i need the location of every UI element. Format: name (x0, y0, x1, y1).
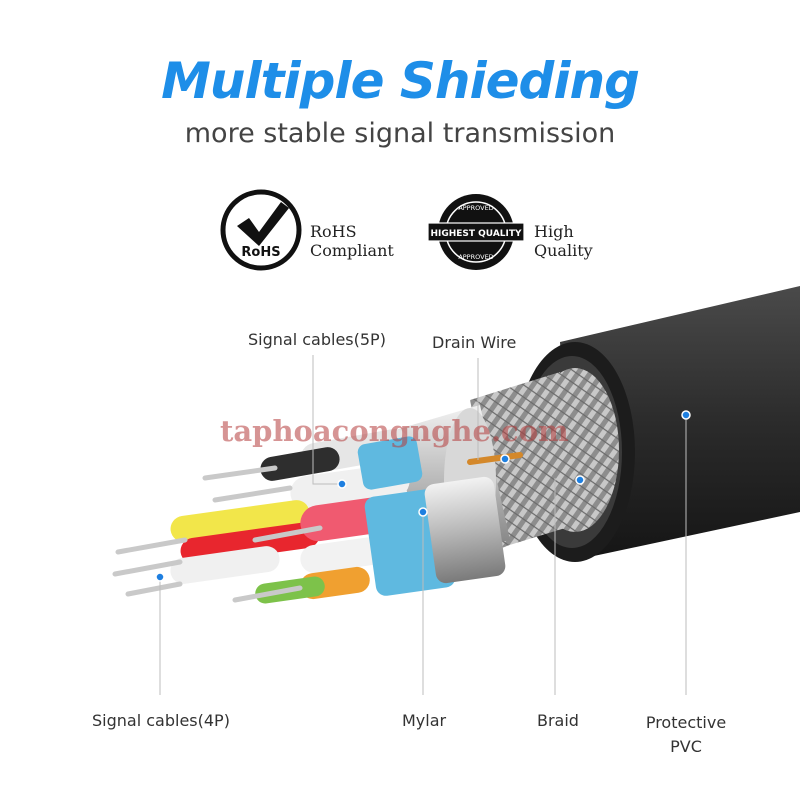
page-title: Multiple Shieding (161, 52, 640, 110)
label-braid: Braid (537, 711, 579, 730)
dot-pvc (681, 410, 691, 420)
dot-mylar (418, 507, 428, 517)
page-subtitle: more stable signal transmission (184, 118, 616, 149)
quality-label-line1: High (534, 222, 574, 241)
label-pvc-line2: PVC (670, 737, 702, 756)
rohs-label-line2: Compliant (310, 241, 394, 260)
dot-signal-4p (155, 572, 165, 582)
label-signal-cables-5p: Signal cables(5P) (248, 330, 386, 349)
label-mylar: Mylar (402, 711, 447, 730)
leader-signal-5p (312, 355, 342, 485)
dot-braid (575, 475, 585, 485)
label-pointer-dots (155, 410, 691, 582)
signal-cables-4p (112, 476, 506, 604)
label-leader-lines (159, 355, 687, 695)
label-signal-cables-4p: Signal cables(4P) (92, 711, 230, 730)
quality-ring-bottom: APPROVED (458, 253, 493, 261)
label-drain-wire: Drain Wire (432, 333, 517, 352)
dot-signal-5p (337, 479, 347, 489)
quality-label-line2: Quality (534, 241, 593, 260)
drain-wire (467, 452, 523, 465)
quality-ring-top: APPROVED (458, 204, 493, 212)
quality-ribbon-text: HIGHEST QUALITY (430, 229, 522, 239)
rohs-check-icon: RoHS (220, 189, 302, 271)
quality-seal-icon: APPROVED HIGHEST QUALITY APPROVED (428, 194, 524, 270)
label-pvc-line1: Protective (645, 713, 727, 732)
dot-drain-wire (500, 454, 510, 464)
watermark-text: taphoacongnghe.com (220, 414, 569, 448)
rohs-label-line1: RoHS (310, 222, 357, 241)
rohs-icon-text: RoHS (241, 245, 280, 260)
label-protective-pvc: Protective PVC (640, 711, 732, 759)
